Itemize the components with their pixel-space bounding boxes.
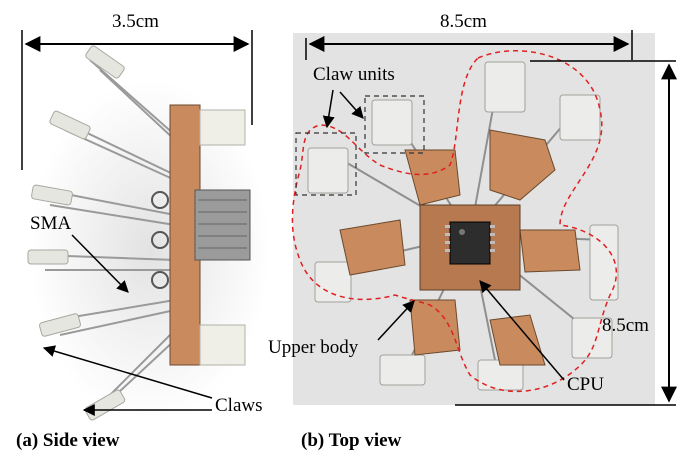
upper-body-arrow (377, 300, 415, 341)
upper-body-outline (291, 50, 617, 393)
upper-body-label: Upper body (268, 337, 359, 358)
cpu-label: CPU (567, 374, 604, 395)
top-view-caption: (b) Top view (301, 430, 402, 451)
top-height-label: 8.5cm (602, 315, 649, 336)
claw-unit-box-2 (295, 132, 357, 196)
side-width-dimension (21, 30, 253, 170)
claw-units-arrow-2 (339, 91, 364, 119)
claw-unit-box-1 (364, 95, 425, 154)
claws-label: Claws (215, 395, 263, 416)
claw-units-arrow-1 (322, 89, 335, 129)
sma-arrow (71, 234, 129, 293)
claw-units-label: Claw units (313, 64, 395, 85)
cpu-arrow (479, 280, 565, 381)
side-view-photo (27, 45, 270, 421)
claws-arrow-upper (42, 345, 213, 399)
top-width-dimension (305, 30, 633, 60)
sma-label: SMA (30, 213, 71, 234)
top-height-dimension (455, 60, 677, 406)
side-width-label: 3.5cm (112, 11, 159, 32)
top-width-label: 8.5cm (440, 11, 487, 32)
side-view-caption: (a) Side view (16, 430, 120, 451)
top-view-photo (307, 61, 619, 391)
